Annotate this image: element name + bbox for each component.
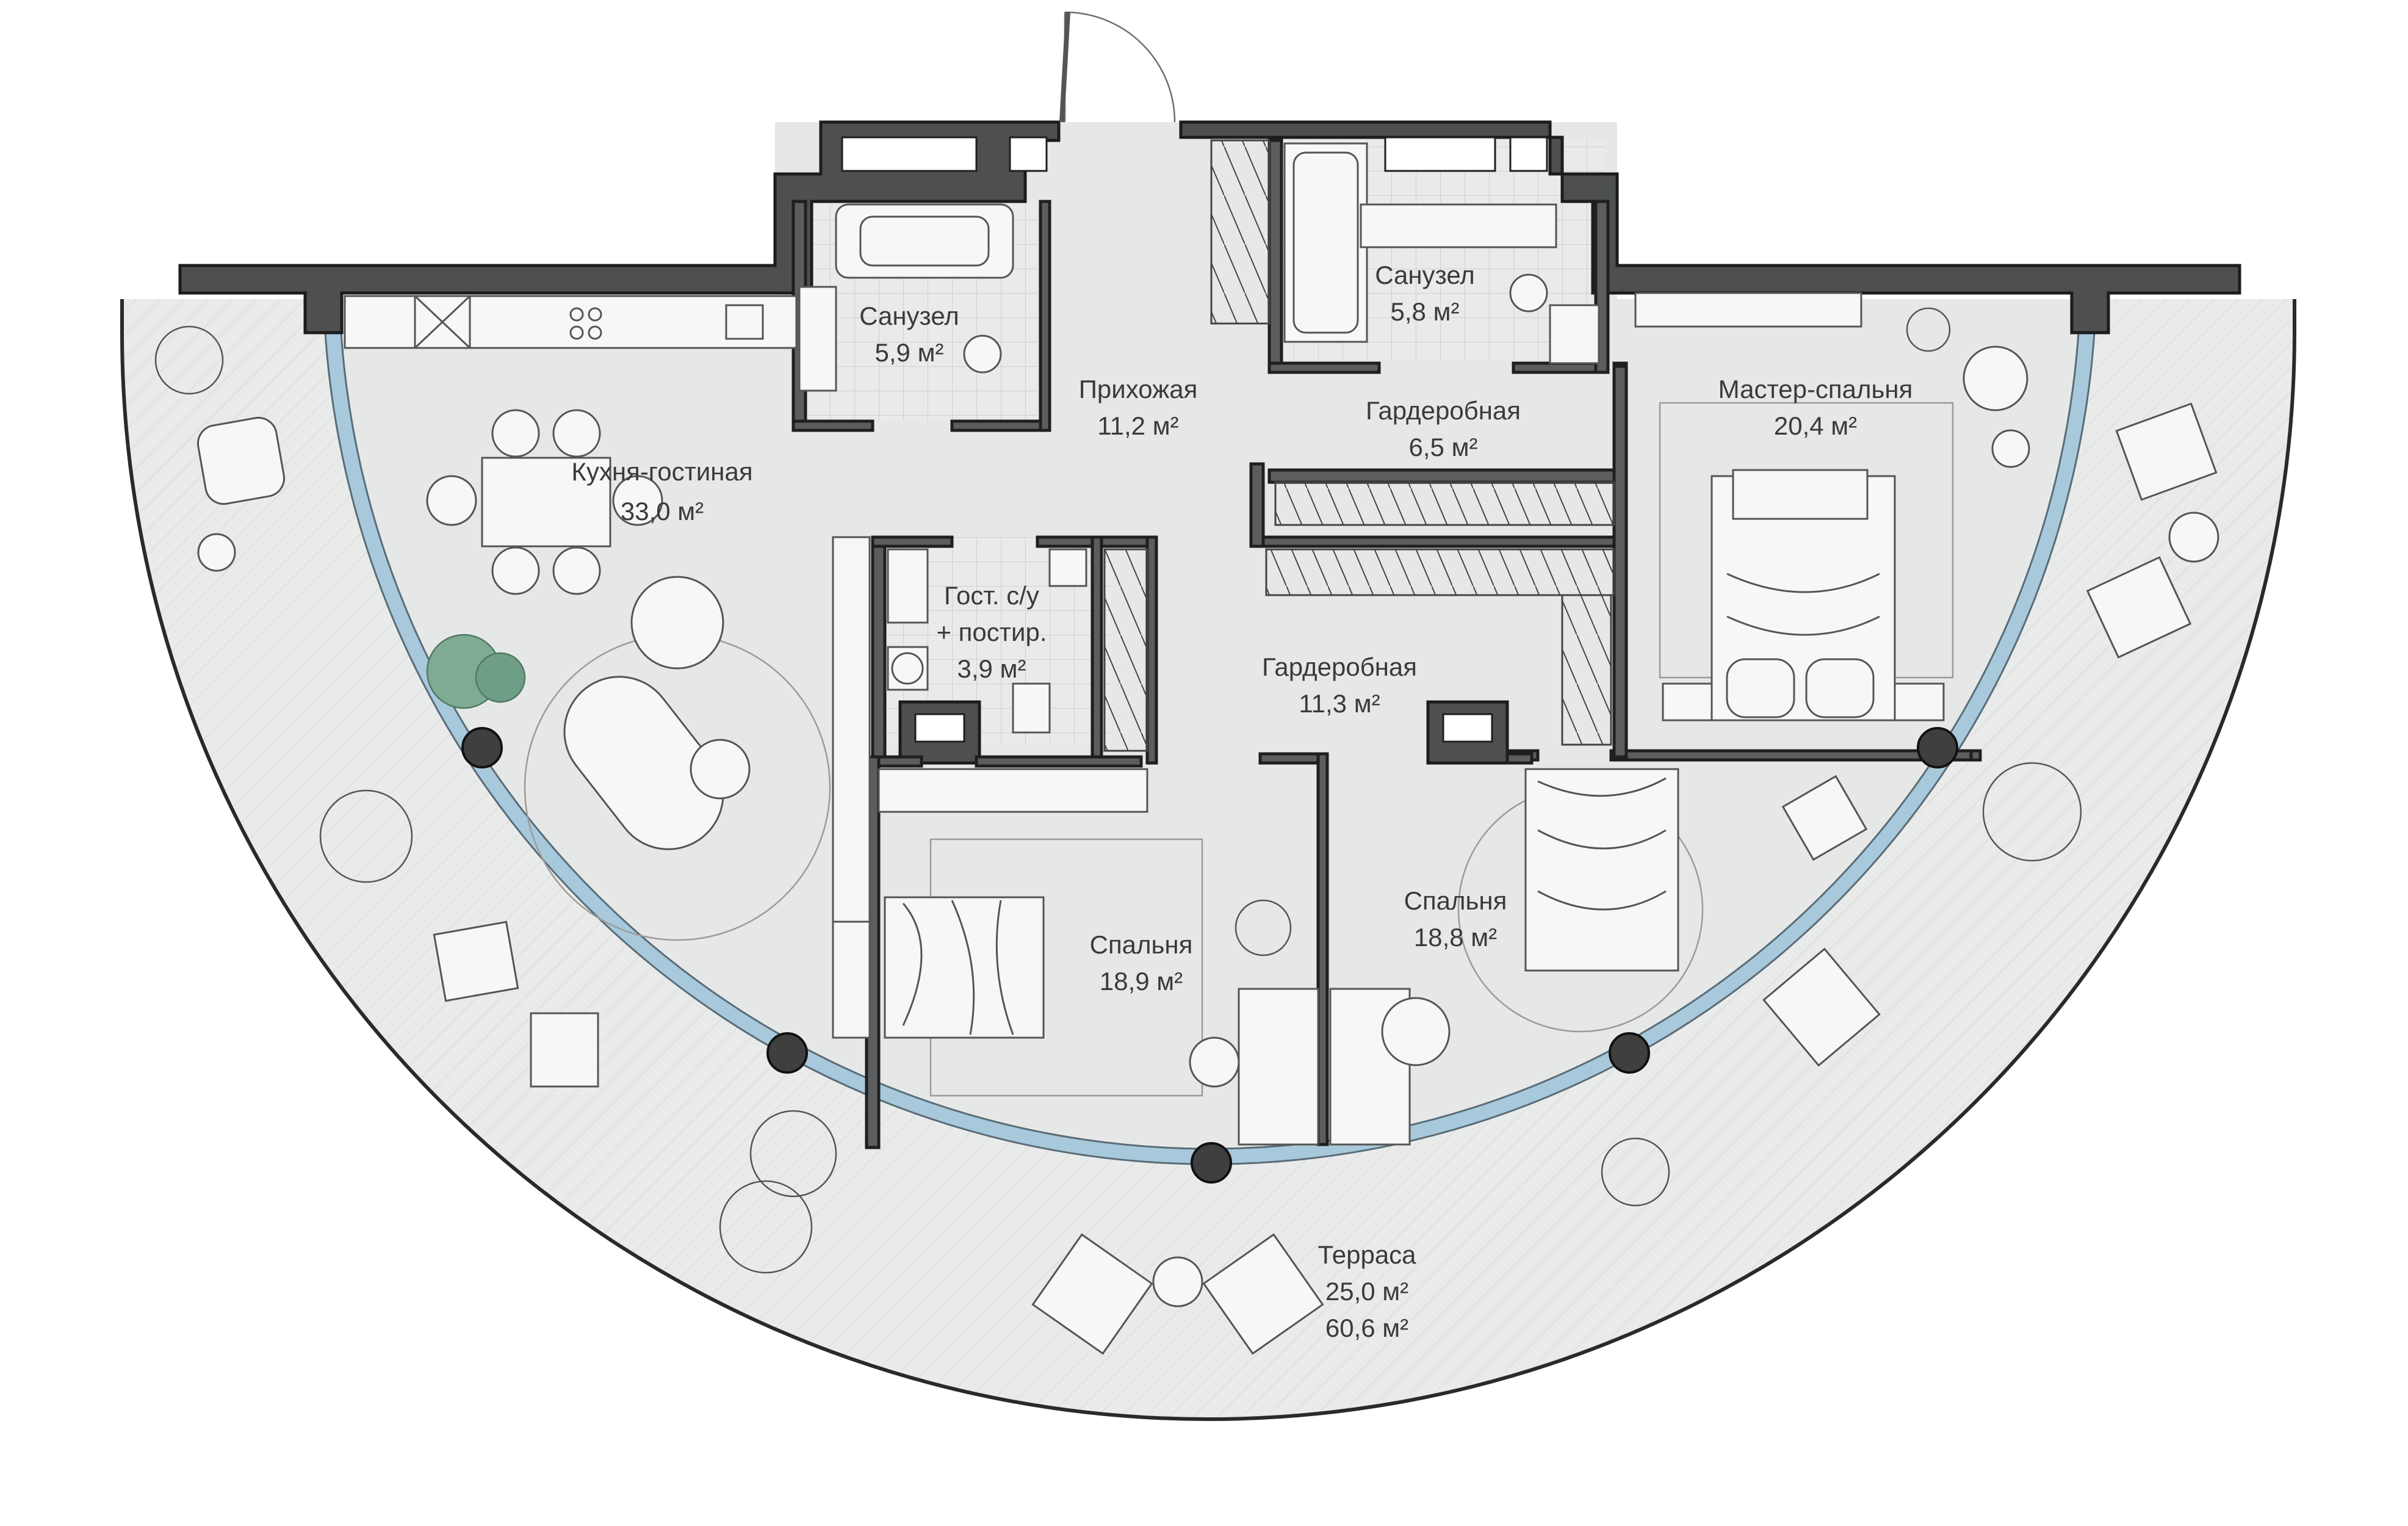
room-name-wardrobe1: Гардеробная xyxy=(1366,396,1521,425)
exterior-walls xyxy=(178,120,2241,334)
desk-1 xyxy=(1189,988,1319,1146)
room-area-terrace-total: 60,6 м² xyxy=(1325,1314,1408,1342)
room-area-hall: 11,2 м² xyxy=(1097,411,1178,440)
room-name-wardrobe2: Гардеробная xyxy=(1262,653,1417,681)
room-area-terrace: 25,0 м² xyxy=(1325,1277,1408,1306)
room-labels: Кухня-гостиная 33,0 м² Санузел 5,9 м² Пр… xyxy=(571,261,1912,1342)
room-area-guestwc: 3,9 м² xyxy=(957,654,1026,683)
bathtub-2 xyxy=(1283,142,1557,343)
tall-cabinet xyxy=(832,536,1148,1039)
plants xyxy=(154,307,2082,1274)
room-name-hall: Прихожая xyxy=(1079,375,1198,403)
room-name-bath2: Санузел xyxy=(1375,261,1475,289)
room-area-wardrobe1: 6,5 м² xyxy=(1409,433,1478,461)
room-name-terrace: Терраса xyxy=(1318,1240,1416,1269)
terrace-furniture xyxy=(196,402,2219,1355)
bed-1 xyxy=(884,838,1203,1097)
room-name-bath1: Санузел xyxy=(859,302,959,330)
master-bed xyxy=(1634,292,2030,721)
room-name-master: Мастер-спальня xyxy=(1718,375,1913,403)
entry-door xyxy=(1059,11,1176,123)
room-area-bedroom1: 18,9 м² xyxy=(1100,967,1183,996)
room-name-bedroom2: Спальня xyxy=(1404,886,1507,915)
kitchen-counter xyxy=(344,295,798,349)
bathtub-1 xyxy=(798,203,1014,392)
wardrobe-storage xyxy=(1103,139,1615,752)
structural-columns xyxy=(461,727,1958,1184)
guest-wc-fixtures xyxy=(887,548,1087,734)
dining-table xyxy=(426,409,663,595)
room-name-guestwc-2: + постир. xyxy=(936,618,1047,646)
room-name-guestwc-1: Гост. с/у xyxy=(944,581,1039,610)
bed-2 xyxy=(1329,768,1704,1146)
room-area-bath1: 5,9 м² xyxy=(875,338,944,367)
room-name-kitchen: Кухня-гостиная xyxy=(571,457,752,486)
room-area-kitchen: 33,0 м² xyxy=(621,497,704,526)
room-area-wardrobe2: 11,3 м² xyxy=(1299,689,1380,718)
room-area-bedroom2: 18,8 м² xyxy=(1414,923,1497,952)
living-sofa-area xyxy=(524,576,831,941)
room-name-bedroom1: Спальня xyxy=(1090,930,1193,959)
room-area-bath2: 5,8 м² xyxy=(1391,297,1460,326)
room-area-master: 20,4 м² xyxy=(1774,411,1857,440)
